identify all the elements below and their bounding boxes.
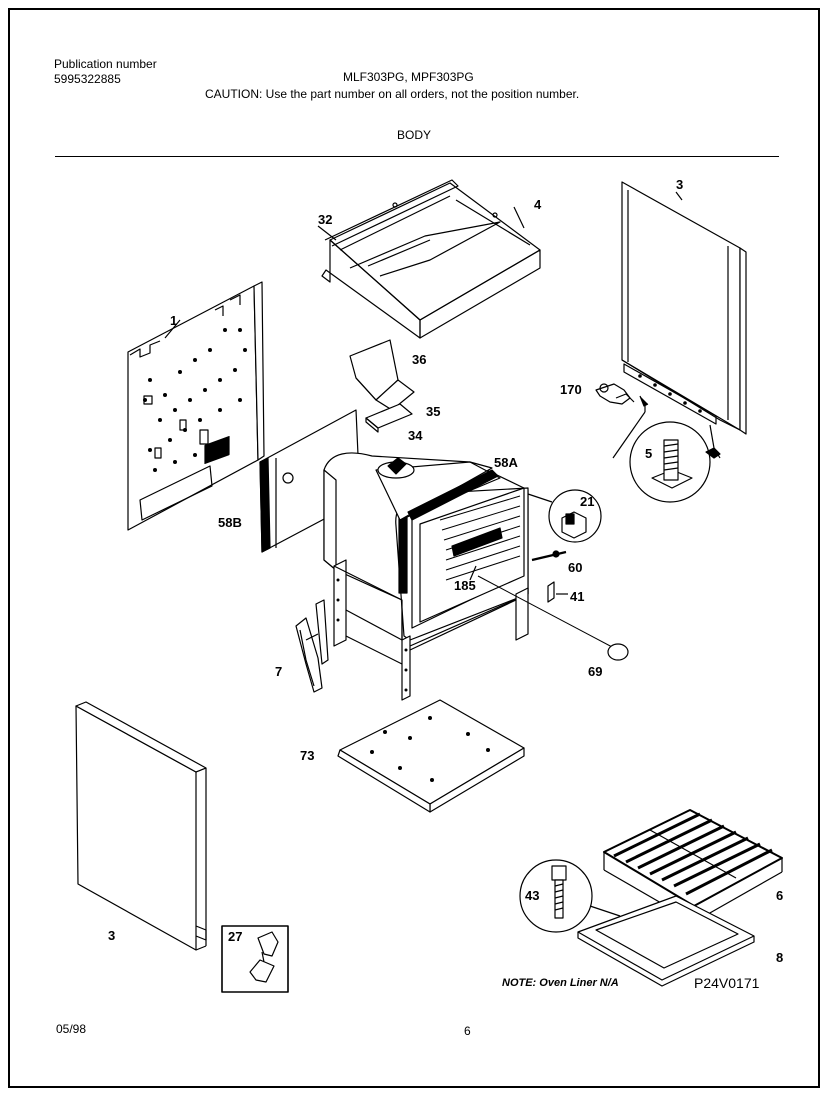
oven-liner-note: NOTE: Oven Liner N/A [502,977,619,989]
callout-3-left: 3 [108,928,116,943]
part-3-side-panel-left [75,701,207,951]
part-6-oven-rack [603,809,783,923]
part-43-bolt-detail [519,859,621,933]
callout-43: 43 [525,888,540,903]
page-number: 6 [464,1024,471,1038]
part-170-and-5-detail [595,383,721,503]
part-4-top-frame [317,179,541,339]
callout-3-right: 3 [676,177,684,192]
page-border [8,8,820,1088]
part-35-vent-seal [365,403,413,433]
publication-label: Publication number [54,57,157,71]
part-21-terminal-detail [527,489,602,543]
callout-36: 36 [412,352,427,367]
callout-73: 73 [300,748,315,763]
callout-6: 6 [776,888,784,903]
part-60-bolt [531,550,567,562]
callout-21: 21 [580,494,595,509]
callout-35: 35 [426,404,441,419]
callout-34: 34 [408,428,423,443]
callout-170: 170 [560,382,582,397]
part-73-bottom-panel [337,699,525,813]
caution-text: CAUTION: Use the part number on all orde… [205,87,580,101]
callout-69: 69 [588,664,603,679]
callout-27: 27 [228,929,243,944]
callout-185: 185 [454,578,476,593]
header-rule [55,156,779,157]
callout-8: 8 [776,950,784,965]
part-7-hinge [295,599,329,693]
part-27-inset [221,925,289,993]
model-numbers: MLF303PG, MPF303PG [343,70,474,84]
callout-5: 5 [645,446,653,461]
part-8-oven-liner [577,895,755,987]
part-41-clip [547,581,568,603]
part-3-side-panel-right [621,181,747,435]
callout-1: 1 [170,313,178,328]
part-1-back-panel [127,281,265,531]
callout-41: 41 [570,589,585,604]
callout-58b: 58B [218,515,242,530]
date: 05/98 [56,1022,87,1036]
section-title: BODY [397,128,432,142]
publication-number: 5995322885 [54,72,121,86]
oven-body [323,452,529,701]
part-69-plug [477,575,629,661]
callout-60: 60 [568,560,583,575]
part-36-vent-duct [349,339,415,411]
callout-4: 4 [534,197,542,212]
callout-7: 7 [275,664,283,679]
part-185-leader [469,565,477,581]
diagram-code: P24V0171 [694,975,760,991]
callout-58a: 58A [494,455,518,470]
callout-32: 32 [318,212,333,227]
